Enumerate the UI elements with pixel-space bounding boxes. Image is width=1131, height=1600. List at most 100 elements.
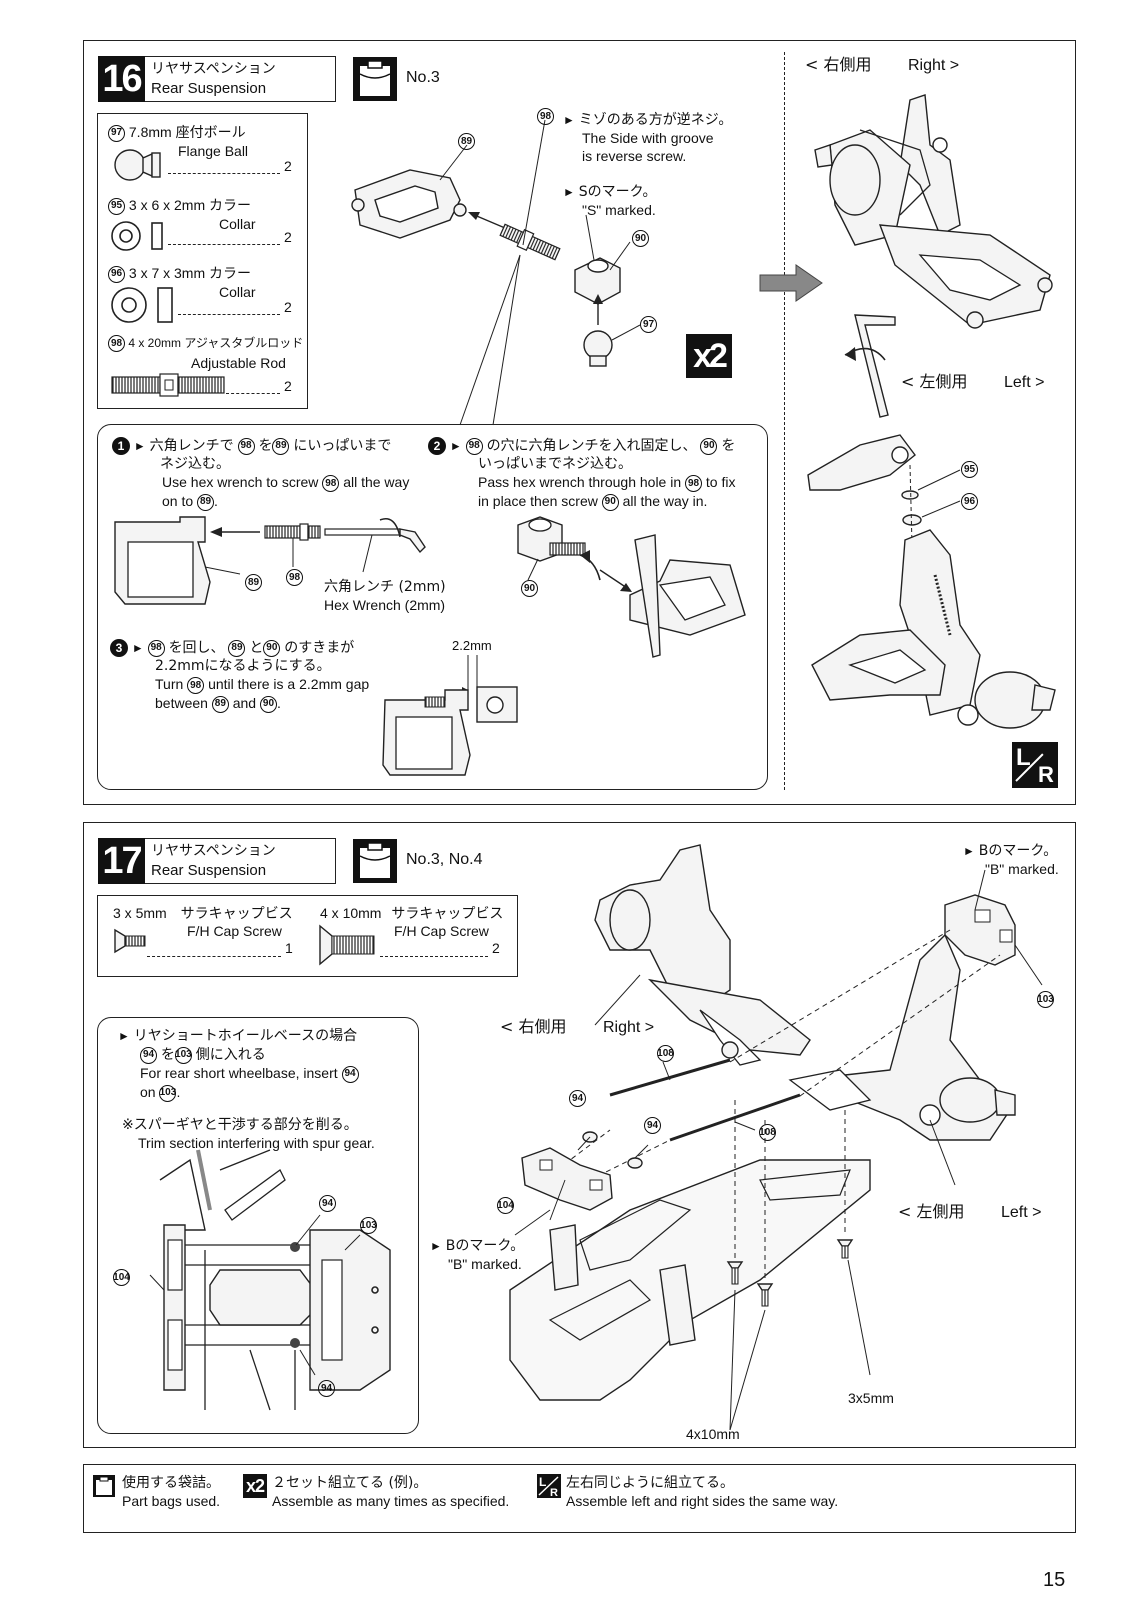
ref-108-callout-top: 108 bbox=[657, 1045, 674, 1063]
legend-lr-icon: L R bbox=[537, 1474, 561, 1499]
short-wheelbase-detail-drawing bbox=[149, 1149, 391, 1411]
detail-ref-94-top: 94 bbox=[319, 1195, 336, 1213]
part-95-header: 95 3 x 6 x 2mm カラー bbox=[108, 196, 251, 215]
x2-badge: x2 bbox=[686, 334, 732, 378]
part-98-name-en: Adjustable Rod bbox=[191, 355, 286, 371]
legend-frame bbox=[83, 1464, 1076, 1533]
inst1-ref-98: 98 bbox=[286, 569, 303, 587]
step17-parts-box bbox=[97, 895, 518, 977]
step16-number: 16 bbox=[98, 56, 145, 102]
flange-ball-icon bbox=[114, 149, 161, 181]
ref-98-callout: 98 bbox=[537, 108, 554, 126]
gap-label: 2.2mm bbox=[452, 638, 492, 653]
step16-title-en: Rear Suspension bbox=[151, 80, 267, 97]
part-96-qty: 2 bbox=[284, 299, 292, 315]
ref-108-callout-bottom: 108 bbox=[759, 1124, 776, 1142]
part-95-size: 3 x 6 x 2mm bbox=[128, 197, 206, 213]
step16-frame bbox=[83, 40, 1076, 805]
right-hub-assembly-drawing bbox=[814, 94, 1053, 329]
detail-ref-103: 103 bbox=[360, 1217, 377, 1235]
step16-left-label: < 左側用 Left > bbox=[901, 372, 1045, 392]
ref-95-callout-right: 95 bbox=[961, 461, 978, 479]
right-arrow-icon bbox=[759, 264, 823, 302]
step17-right-label: < 右側用 Right > bbox=[500, 1017, 655, 1037]
step16-parts-box bbox=[97, 113, 308, 409]
part-96-name-jp: カラー bbox=[209, 266, 252, 282]
part-97-qty: 2 bbox=[284, 158, 292, 174]
part-95-qty: 2 bbox=[284, 229, 292, 245]
legend-lr: 左右同じように組立てる。 Assemble left and right sid… bbox=[566, 1475, 839, 1509]
part-3x5-header: 3 x 5mm サラキャップビス bbox=[113, 905, 293, 922]
legend-x2-icon: x2 bbox=[243, 1474, 267, 1498]
detail-ref-94-bottom: 94 bbox=[318, 1380, 335, 1398]
part-3x5-name-en: F/H Cap Screw bbox=[187, 923, 282, 939]
page-number: 15 bbox=[1043, 1569, 1066, 1591]
bag-icon bbox=[353, 839, 397, 883]
hex-wrench-label: 六角レンチ (2mm) Hex Wrench (2mm) bbox=[324, 579, 446, 613]
legend-bags: 使用する袋詰。 Part bags used. bbox=[122, 1475, 221, 1509]
step17-frame bbox=[83, 822, 1076, 1448]
step17-number: 17 bbox=[98, 838, 145, 884]
detail-ref-104: 104 bbox=[113, 1269, 130, 1287]
part-95-name-jp: カラー bbox=[209, 198, 252, 214]
chassis-assembly-drawing bbox=[509, 844, 1043, 1431]
trim-note: ※スパーギヤと干渉する部分を削る。 Trim section interferi… bbox=[122, 1117, 375, 1151]
screw-3x5-icon bbox=[114, 928, 146, 954]
ref-94-callout-right: 94 bbox=[644, 1117, 661, 1135]
collar-96-icon bbox=[111, 287, 173, 323]
part-98-header: 98 4 x 20mm アジャスタブルロッド bbox=[108, 334, 304, 353]
screw-4x10-icon bbox=[319, 924, 375, 966]
screw-3x5-label: 3x5mm bbox=[848, 1390, 894, 1406]
svg-text:R: R bbox=[550, 1487, 558, 1499]
part-98-name-jp: アジャスタブルロッド bbox=[184, 336, 304, 350]
step16-title: リヤサスペンション Rear Suspension bbox=[145, 56, 336, 102]
left-hub-assembly-drawing bbox=[807, 314, 1056, 729]
part-96-header: 96 3 x 7 x 3mm カラー bbox=[108, 264, 251, 283]
short-wheelbase-note: ► リヤショートホイールベースの場合 94 を103 側に入れる For rea… bbox=[118, 1028, 359, 1102]
part-97-size: 7.8mm bbox=[128, 124, 172, 140]
part-98-ref: 98 bbox=[108, 335, 125, 353]
part-4x10-qty: 2 bbox=[492, 940, 500, 956]
inst1-ref-89: 89 bbox=[245, 574, 262, 592]
bag-icon bbox=[353, 57, 397, 101]
svg-text:L: L bbox=[539, 1475, 546, 1489]
instruction-2-number: 2 bbox=[428, 437, 446, 456]
part-96-dash bbox=[178, 306, 280, 324]
ref-96-callout-right: 96 bbox=[961, 493, 978, 511]
legend-x2: ２セット組立てる (例)。 Assemble as many times as … bbox=[272, 1475, 510, 1509]
upper-arm-exploded-drawing bbox=[351, 119, 641, 426]
b-marked-top: ► Bのマーク。 "B" marked. bbox=[963, 843, 1059, 877]
part-98-size: 4 x 20mm bbox=[128, 336, 182, 350]
step17-bag-label: No.3, No.4 bbox=[406, 851, 483, 868]
part-95-ref: 95 bbox=[108, 197, 125, 215]
instruction-1-drawing bbox=[114, 516, 426, 605]
gap-measurement-drawing bbox=[382, 655, 518, 776]
step16-bag-label: No.3 bbox=[406, 69, 440, 86]
instruction-2: 2 ► 98 の穴に六角レンチを入れ固定し、 90 を いっぱいまでネジ込む。 … bbox=[428, 436, 735, 511]
instruction-3-number: 3 bbox=[110, 639, 128, 658]
ref-103-callout: 103 bbox=[1037, 991, 1054, 1009]
ref-97-callout: 97 bbox=[640, 316, 657, 334]
part-4x10-dash bbox=[380, 948, 488, 966]
step17-left-label: < 左側用 Left > bbox=[898, 1202, 1042, 1222]
ref-90-callout: 90 bbox=[632, 230, 649, 248]
instruction-1-number: 1 bbox=[112, 437, 130, 456]
part-4x10-name-en: F/H Cap Screw bbox=[394, 923, 489, 939]
part-97-ref: 97 bbox=[108, 124, 125, 142]
part-95-name-en: Collar bbox=[219, 216, 256, 232]
step16-title-jp: リヤサスペンション bbox=[151, 61, 276, 77]
lr-badge: L R bbox=[1012, 742, 1058, 788]
step16-instruction-box bbox=[97, 424, 768, 790]
screw-4x10-label: 4x10mm bbox=[686, 1426, 740, 1442]
part-97-dash bbox=[168, 165, 280, 183]
part-97-name-jp: 座付ボール bbox=[175, 125, 246, 141]
ref-104-callout: 104 bbox=[497, 1197, 514, 1215]
s-marked-note: ► Sのマーク。 "S" marked. bbox=[563, 184, 657, 218]
step16-separator bbox=[784, 52, 785, 790]
ref-94-callout-left: 94 bbox=[569, 1090, 586, 1108]
inst2-ref-90: 90 bbox=[521, 580, 538, 598]
part-96-ref: 96 bbox=[108, 265, 125, 283]
instruction-2-drawing bbox=[517, 516, 746, 658]
